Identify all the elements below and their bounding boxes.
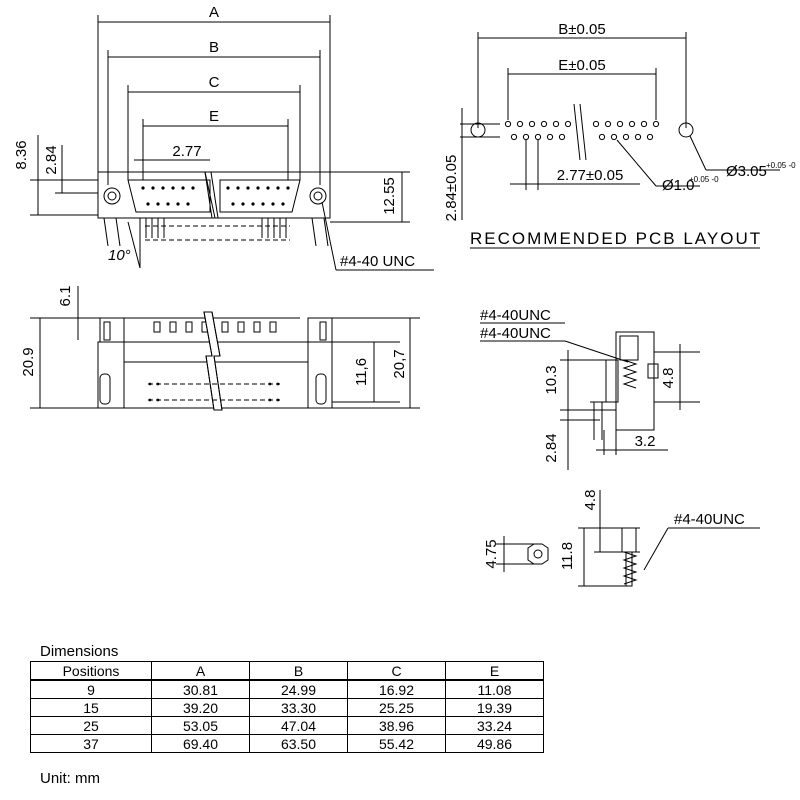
- table-title: Dimensions: [40, 643, 119, 660]
- table-row: 9 30.81 24.99 16.92 11.08: [30, 679, 544, 699]
- dim-1255-label: 12.55: [381, 177, 398, 215]
- dim-b-label: B: [209, 39, 219, 56]
- table-cell: 25.25: [347, 698, 446, 717]
- table-cell: 33.24: [445, 716, 544, 735]
- table-cell: 11.08: [445, 679, 544, 699]
- screw-dim-118-label: 11.8: [559, 542, 576, 570]
- side-dim-116-label: 11,6: [353, 358, 370, 386]
- dim-284-label: 2.84: [43, 145, 60, 174]
- pcb-dim-b-label: B±0.05: [558, 21, 605, 38]
- table-cell: 16.92: [347, 679, 446, 699]
- header-e: E: [445, 661, 544, 681]
- table-cell: 53.05: [151, 716, 250, 735]
- profile-thread1-label: #4-40UNC: [480, 307, 551, 324]
- side-dim-61-label: 6.1: [57, 286, 74, 307]
- unit-note: Unit: mm: [40, 770, 100, 787]
- pcb-dim-e-label: E±0.05: [558, 57, 605, 74]
- dim-836-label: 8.36: [13, 140, 30, 169]
- table-cell: 15: [30, 698, 152, 717]
- table-cell: 55.42: [347, 734, 446, 753]
- header-a: A: [151, 661, 250, 681]
- header-positions: Positions: [30, 661, 152, 681]
- dim-e-label: E: [209, 108, 219, 125]
- profile-thread2-label: #4-40UNC: [480, 325, 551, 342]
- table-header-row: Positions A B C E: [30, 661, 544, 681]
- dim-angle-label: 10°: [108, 247, 131, 264]
- pcb-hole-large-label: Ø3.05: [726, 163, 767, 180]
- profile-dim-284-label: 2.84: [543, 433, 560, 462]
- front-pins: [141, 186, 290, 206]
- table-cell: 30.81: [151, 679, 250, 699]
- technical-drawing: A B C E 2.77 8.36 2.84: [13, 4, 796, 587]
- front-view: A B C E 2.77 8.36 2.84: [13, 4, 434, 271]
- pcb-hole-small-tol: +0.05 -0: [689, 175, 719, 184]
- pcb-holes: [504, 120, 660, 141]
- table-row: 15 39.20 33.30 25.25 19.39: [30, 698, 544, 717]
- table-cell: 37: [30, 734, 152, 753]
- dim-pitch-label: 2.77: [172, 143, 201, 160]
- pcb-hole-small-label: Ø1.0: [662, 177, 695, 194]
- side-view: 6.1 20.9 11: [20, 286, 420, 411]
- screw-dim-475-label: 4.75: [483, 539, 500, 568]
- profile-dim-48-label: 4.8: [660, 368, 677, 389]
- table-cell: 24.99: [249, 679, 348, 699]
- pcb-layout-title: RECOMMENDED PCB LAYOUT: [470, 229, 762, 248]
- profile-dim-32-label: 3.2: [635, 433, 656, 450]
- table-cell: 49.86: [445, 734, 544, 753]
- screw-thread-label: #4-40UNC: [674, 511, 745, 528]
- table-cell: 69.40: [151, 734, 250, 753]
- table-row: 37 69.40 63.50 55.42 49.86: [30, 734, 544, 753]
- profile-view: #4-40UNC #4-40UNC 10.3 4.8 2.84 3.2: [480, 307, 700, 470]
- table-cell: 33.30: [249, 698, 348, 717]
- table-row: 25 53.05 47.04 38.96 33.24: [30, 716, 544, 735]
- dim-thread-label: #4-40 UNC: [340, 253, 415, 270]
- screw-dim-48-label: 4.8: [582, 490, 599, 511]
- header-c: C: [347, 661, 446, 681]
- table-cell: 38.96: [347, 716, 446, 735]
- header-b: B: [249, 661, 348, 681]
- side-dim-207-label: 20,7: [391, 349, 408, 378]
- table-cell: 19.39: [445, 698, 544, 717]
- table-cell: 39.20: [151, 698, 250, 717]
- dimensions-table: Positions A B C E 9 30.81 24.99 16.92 11…: [30, 661, 544, 753]
- dim-c-label: C: [209, 74, 220, 91]
- screw-view: 4.8 #4-40UNC 11.8 4.75: [483, 490, 760, 587]
- pcb-hole-large-tol: +0.05 -0: [766, 161, 796, 170]
- side-dim-209-label: 20.9: [20, 347, 37, 376]
- table-cell: 25: [30, 716, 152, 735]
- table-cell: 63.50: [249, 734, 348, 753]
- table-cell: 9: [30, 679, 152, 699]
- pcb-layout: B±0.05 E±0.05 2.84±0.05 2.77±0.05 Ø1.0 +…: [443, 21, 796, 249]
- side-pin-tops: [153, 321, 277, 333]
- profile-dim-103-label: 10.3: [543, 365, 560, 394]
- pcb-dim-pitch-label: 2.77±0.05: [557, 167, 624, 184]
- table-cell: 47.04: [249, 716, 348, 735]
- pcb-dim-row-label: 2.84±0.05: [443, 155, 460, 222]
- dim-a-label: A: [209, 4, 219, 21]
